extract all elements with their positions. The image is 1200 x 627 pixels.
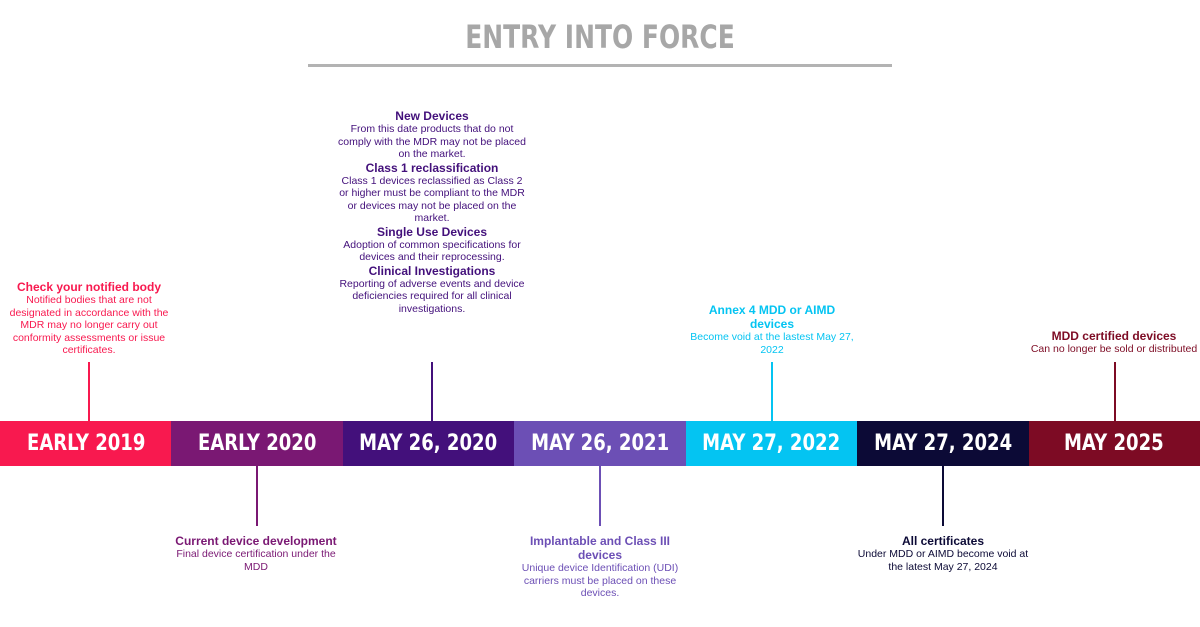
connector-may-2025 [1114,362,1116,421]
segment-label: MAY 26, 2020 [359,431,498,456]
segment-may-26-2021: MAY 26, 2021 [514,421,686,466]
segment-label: EARLY 2019 [26,431,145,456]
segment-may-27-2022: MAY 27, 2022 [685,421,858,466]
note-heading: MDD certified devices [1051,329,1177,343]
page-title: ENTRY INTO FORCE [465,18,735,56]
segment-may-26-2020: MAY 26, 2020 [342,421,515,466]
note-body: Under MDD or AIMD become void at the lat… [857,548,1029,573]
note-annex4: Annex 4 MDD or AIMD devices Become void … [686,303,858,356]
note-body: Unique device Identification (UDI) carri… [521,562,679,599]
connector-early-2020 [256,466,258,526]
note-new-devices: New Devices From this date products that… [338,109,526,161]
note-body: Notified bodies that are not designated … [9,294,169,356]
segment-label: MAY 27, 2022 [702,431,841,456]
note-heading: New Devices [395,109,469,123]
note-heading: Implantable and Class III devices [529,534,671,562]
connector-may-26-2021 [599,466,601,526]
note-heading: Clinical Investigations [368,263,496,278]
note-heading: Single Use Devices [376,224,488,239]
note-all-certificates: All certificates Under MDD or AIMD becom… [856,534,1030,573]
note-heading: Class 1 reclassification [365,160,499,175]
segment-label: MAY 26, 2021 [530,431,669,456]
connector-may-26-2020 [431,362,433,421]
segment-may-2025: MAY 2025 [1028,421,1200,466]
title-underline [308,64,892,67]
note-body: Reporting of adverse events and device d… [339,277,525,315]
segment-early-2019: EARLY 2019 [0,421,172,466]
note-current-device: Current device development Final device … [170,534,342,573]
timeline-band: EARLY 2019 EARLY 2020 MAY 26, 2020 MAY 2… [0,421,1200,466]
note-heading: All certificates [901,534,985,548]
connector-early-2019 [88,362,90,421]
note-notified-body: Check your notified body Notified bodies… [4,280,174,357]
note-implantable: Implantable and Class III devices Unique… [514,534,686,600]
segment-label: MAY 27, 2024 [873,431,1012,456]
connector-may-27-2022 [771,362,773,421]
note-single-use-devices: Single Use Devices Adoption of common sp… [338,225,526,264]
note-body: Become void at the lastest May 27, 2022 [690,331,854,356]
note-heading: Annex 4 MDD or AIMD devices [708,303,836,331]
note-class1-reclassification: Class 1 reclassification Class 1 devices… [338,161,526,225]
segment-label: MAY 2025 [1064,431,1165,456]
note-body: Class 1 devices reclassified as Class 2 … [339,174,525,225]
note-body: From this date products that do not comp… [338,123,526,160]
note-heading: Current device development [175,534,337,548]
segment-early-2020: EARLY 2020 [171,421,343,466]
note-body: Final device certification under the MDD [176,548,336,573]
segment-may-27-2024: MAY 27, 2024 [857,421,1029,466]
note-clinical-investigations: Clinical Investigations Reporting of adv… [338,264,526,316]
events-may-26-2020: New Devices From this date products that… [338,109,526,315]
note-mdd-certified: MDD certified devices Can no longer be s… [1028,329,1200,356]
note-body: Adoption of common specifications for de… [343,238,521,264]
note-heading: Check your notified body [16,280,161,294]
connector-may-27-2024 [942,466,944,526]
note-body: Can no longer be sold or distributed [1030,343,1198,355]
segment-label: EARLY 2020 [197,431,317,456]
